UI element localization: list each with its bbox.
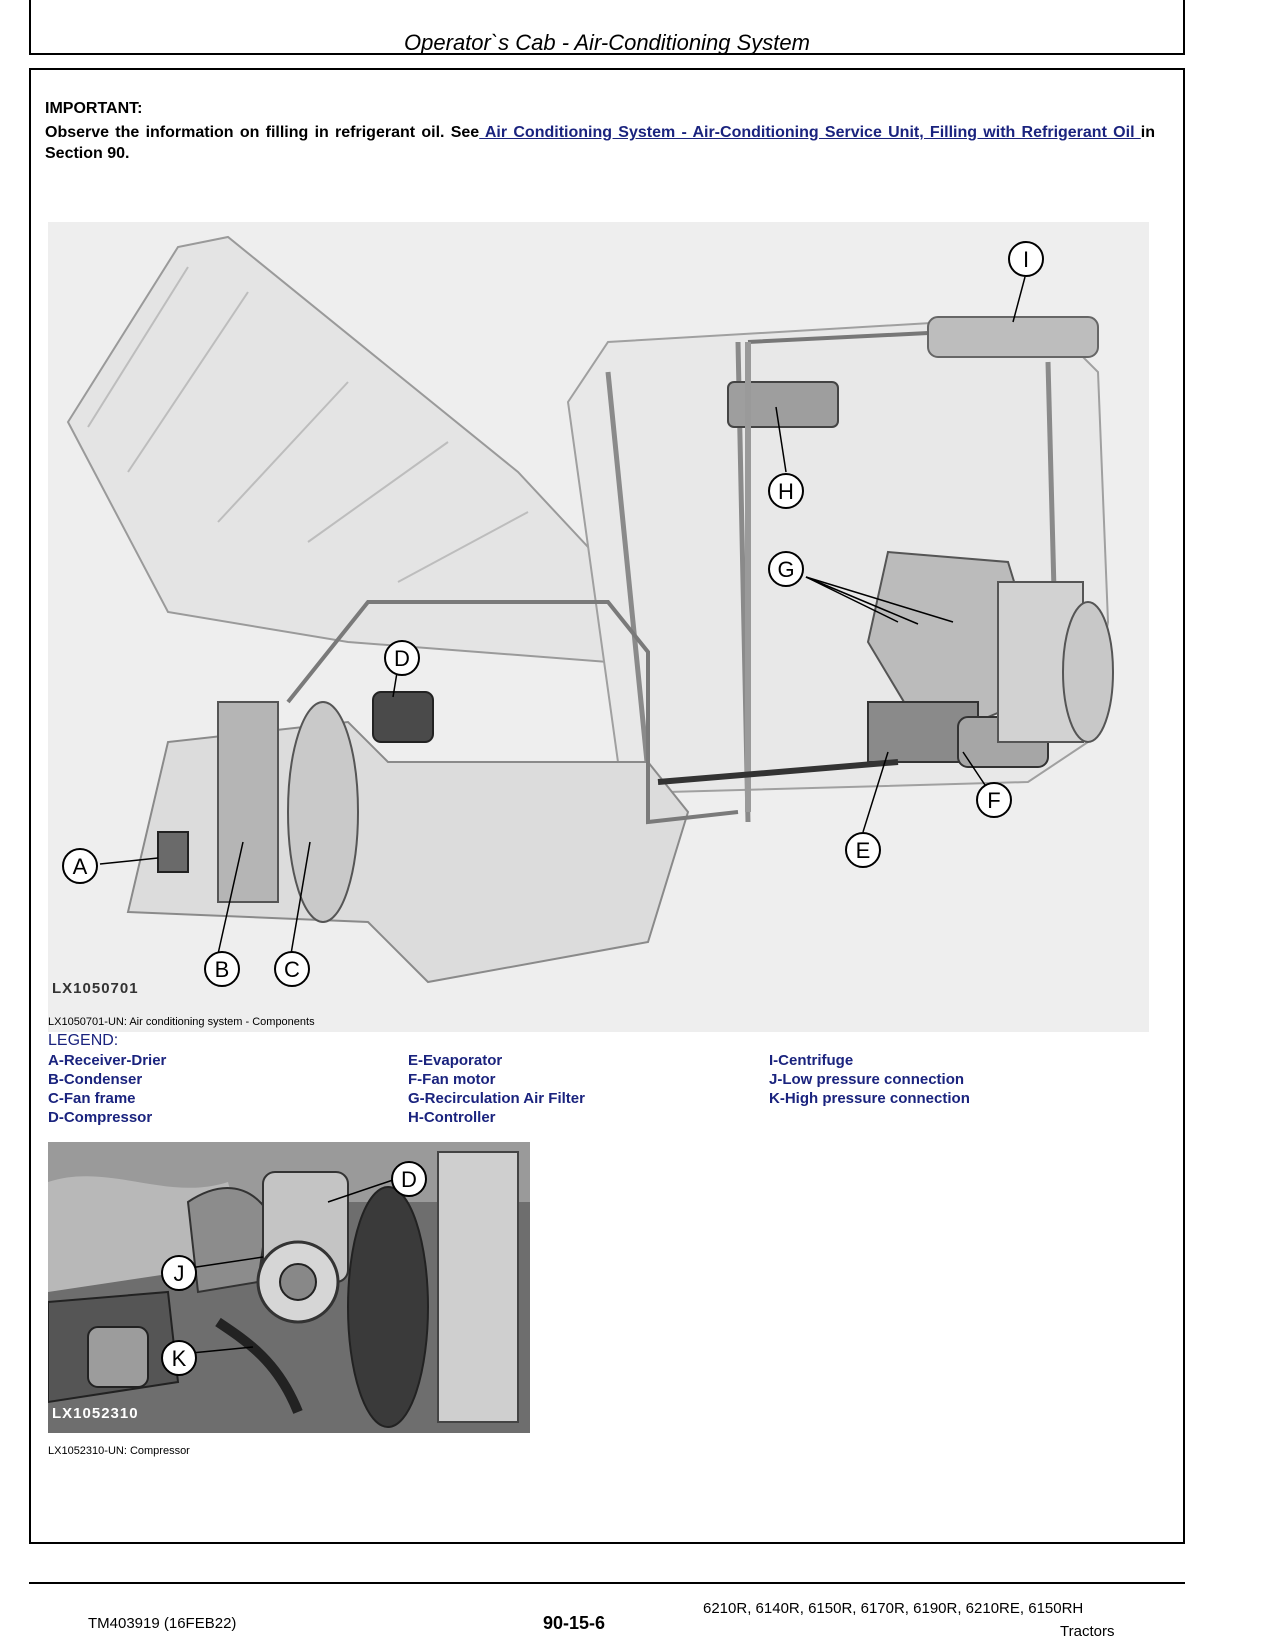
callout-d-photo: D [391, 1161, 427, 1197]
legend-column-1: A-Receiver-Drier B-Condenser C-Fan frame… [48, 1051, 166, 1127]
svg-text:K: K [172, 1346, 187, 1371]
callout-j: J [161, 1255, 197, 1291]
legend-item: J-Low pressure connection [769, 1071, 965, 1088]
legend-item: G-Recirculation Air Filter [408, 1090, 585, 1107]
important-text-before: Observe the information on filling in re… [45, 124, 480, 141]
callout-e: E [845, 832, 881, 868]
legend-item: B-Condenser [48, 1071, 143, 1088]
callout-k: K [161, 1340, 197, 1376]
ac-components-figure: A B C D E F G H I LX1050701 [48, 222, 1149, 1032]
important-text: Observe the information on filling in re… [45, 122, 1155, 164]
svg-text:F: F [987, 788, 1000, 813]
compressor-photo-drawing: D J K [48, 1142, 530, 1433]
callout-b: B [204, 951, 240, 987]
callout-h: H [768, 473, 804, 509]
callout-c: C [274, 951, 310, 987]
svg-text:J: J [174, 1261, 185, 1286]
legend-item: E-Evaporator [408, 1052, 503, 1069]
svg-text:E: E [856, 838, 871, 863]
footer-page-number: 90-15-6 [543, 1613, 606, 1633]
svg-text:D: D [394, 646, 410, 671]
figure1-id: LX1050701 [52, 980, 139, 997]
important-label: IMPORTANT: [45, 100, 143, 117]
ac-components-drawing: A B C D E F G H I [48, 222, 1149, 1032]
footer-models: 6210R, 6140R, 6150R, 6170R, 6190R, 6210R… [703, 1600, 1084, 1617]
figure2-caption: LX1052310-UN: Compressor [48, 1445, 190, 1457]
figure2-id: LX1052310 [52, 1405, 139, 1422]
legend-item: C-Fan frame [48, 1090, 136, 1107]
svg-text:H: H [778, 479, 794, 504]
figure1-caption: LX1050701-UN: Air conditioning system - … [48, 1016, 315, 1028]
page-title: Operator`s Cab - Air-Conditioning System [404, 30, 810, 55]
svg-text:B: B [215, 957, 230, 982]
svg-text:D: D [401, 1167, 417, 1192]
callout-i: I [1008, 241, 1044, 277]
legend-item: D-Compressor [48, 1109, 153, 1126]
svg-text:C: C [284, 957, 300, 982]
footer-rule [29, 1582, 1185, 1584]
callout-f: F [976, 782, 1012, 818]
page-header: Operator`s Cab - Air-Conditioning System [29, 0, 1185, 55]
legend-item: H-Controller [408, 1109, 496, 1126]
legend-column-2: E-Evaporator F-Fan motor G-Recirculation… [408, 1051, 585, 1127]
callout-a: A [62, 848, 98, 884]
footer-doc-id: TM403919 (16FEB22) [88, 1615, 237, 1632]
legend-item: A-Receiver-Drier [48, 1052, 167, 1069]
important-text-after: in Section 90. [45, 124, 1156, 162]
legend-item: I-Centrifuge [769, 1052, 854, 1069]
svg-text:I: I [1023, 247, 1029, 272]
svg-text:A: A [73, 854, 88, 879]
footer-subtitle: Tractors [1060, 1623, 1115, 1640]
legend-item: F-Fan motor [408, 1071, 496, 1088]
section-90-link[interactable]: Air Conditioning System - Air-Conditioni… [479, 124, 1141, 141]
legend-item: K-High pressure connection [769, 1090, 970, 1107]
svg-text:G: G [777, 557, 794, 582]
callout-d: D [384, 640, 420, 676]
content-frame: IMPORTANT: Observe the information on fi… [29, 68, 1185, 1544]
compressor-photo: D J K LX1052310 [48, 1142, 530, 1433]
legend-title: LEGEND: [48, 1032, 119, 1049]
callout-g: G [768, 551, 804, 587]
legend-column-3: I-Centrifuge J-Low pressure connection K… [769, 1051, 970, 1108]
